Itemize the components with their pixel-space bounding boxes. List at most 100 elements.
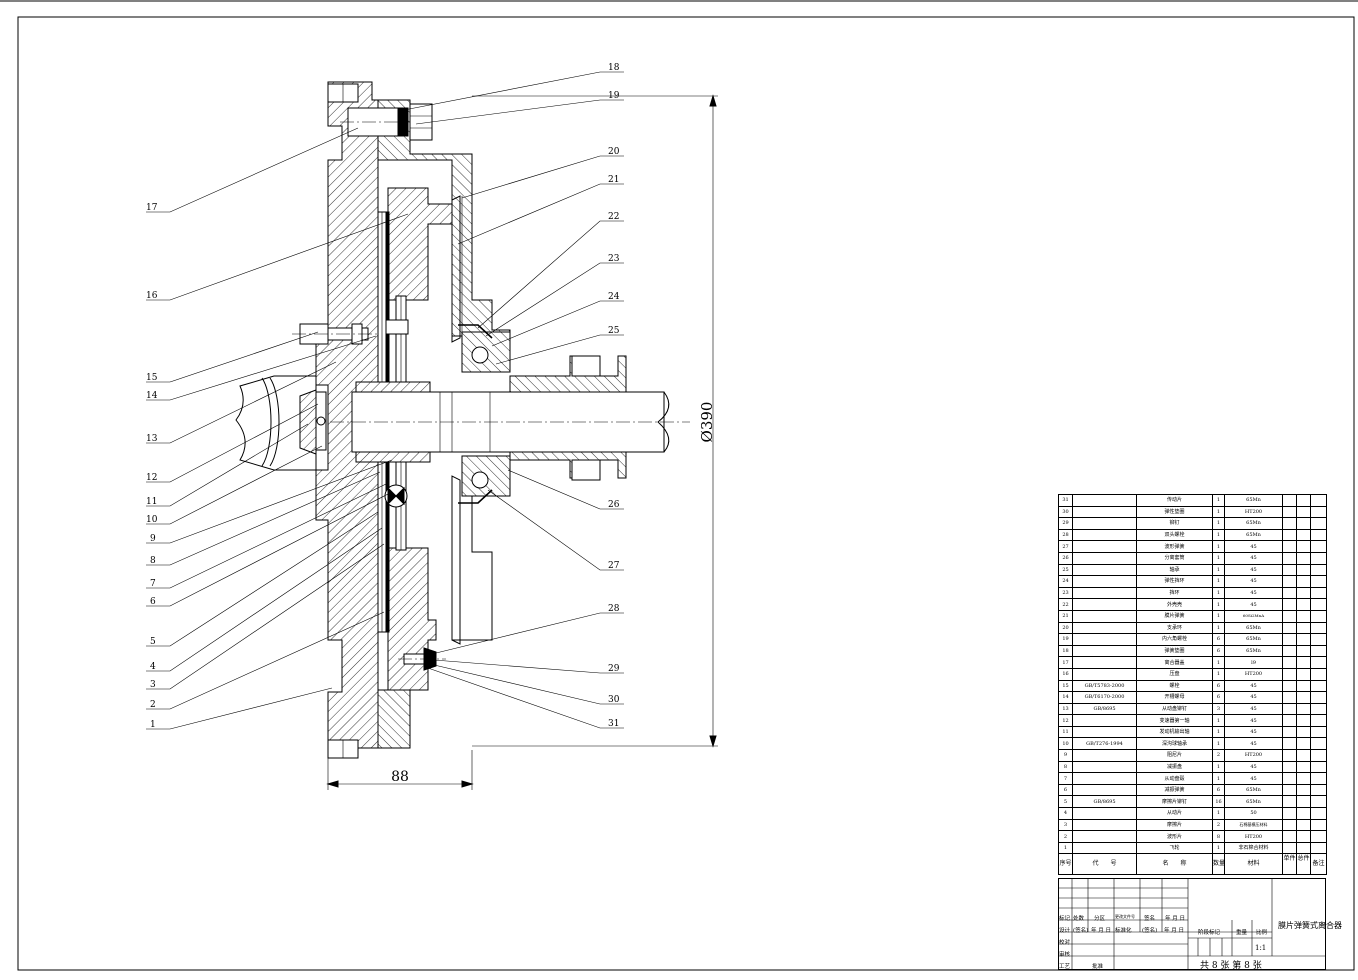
bom-cell-w1 xyxy=(1282,551,1297,565)
bom-cell-remark xyxy=(1310,725,1327,739)
tb-date: 年 月 日 xyxy=(1165,916,1185,922)
bom-cell-no: 12 xyxy=(1058,714,1073,727)
bom-cell-name: 外壳壳 xyxy=(1136,598,1213,611)
bom-cell-code xyxy=(1072,656,1137,669)
bom-cell-name: 传动片 xyxy=(1136,494,1213,507)
bom-cell-w2 xyxy=(1296,818,1311,832)
bom-cell-remark xyxy=(1310,737,1327,751)
bom-cell-w1 xyxy=(1282,841,1297,855)
bom-cell-w1 xyxy=(1282,598,1297,611)
balloon-17: 17 xyxy=(146,203,158,213)
bom-cell-code xyxy=(1072,818,1137,832)
bom-cell-qty: 1 xyxy=(1212,494,1225,507)
balloon-15: 15 xyxy=(146,373,158,383)
bom-cell-remark xyxy=(1310,505,1327,519)
dimension-diameter-text: Ø390 xyxy=(698,402,716,443)
bom-cell-code xyxy=(1072,807,1137,820)
bearing-ball-lower xyxy=(471,471,489,489)
spring-washer-18 xyxy=(397,107,409,137)
tb-scale: 比例 xyxy=(1256,930,1268,936)
title-block-grid xyxy=(1058,878,1326,970)
bom-cell-material: 65Mn xyxy=(1224,517,1283,530)
bom-cell-remark xyxy=(1310,691,1327,704)
tb-date2: 年 月 日 xyxy=(1091,928,1111,934)
bom-cell-name: 摩擦片铆钉 xyxy=(1136,795,1213,809)
bom-cell-no: 31 xyxy=(1058,494,1073,507)
bom-cell-material: 60Si2MnA xyxy=(1224,609,1283,623)
hub-lower xyxy=(355,451,431,463)
bom-cell-remark xyxy=(1310,702,1327,716)
balloon-6: 6 xyxy=(150,597,156,607)
bom-cell-name: 摩擦片 xyxy=(1136,818,1213,832)
bom-cell-material: 45 xyxy=(1224,702,1283,716)
balloon-2: 2 xyxy=(150,700,156,710)
bom-cell-code: GB/8695 xyxy=(1072,702,1137,716)
bom-cell-qty: 6 xyxy=(1212,633,1225,646)
bom-cell-material: 45 xyxy=(1224,679,1283,693)
tb-zone: 分区 xyxy=(1094,916,1106,922)
bom-cell-no: 17 xyxy=(1058,656,1073,669)
bom-cell-remark xyxy=(1310,528,1327,542)
bom-cell-remark xyxy=(1310,667,1327,681)
bom-cell-code: GB/T6170-2000 xyxy=(1072,691,1137,704)
bom-cell-w1 xyxy=(1282,691,1297,704)
bom-cell-w2 xyxy=(1296,772,1311,785)
bom-header-total-weight: 总件 xyxy=(1296,853,1311,876)
bom-cell-w1 xyxy=(1282,517,1297,530)
bom-cell-qty: 6 xyxy=(1212,644,1225,658)
balloon-23: 23 xyxy=(608,254,620,264)
bom-cell-w1 xyxy=(1282,644,1297,658)
balloon-14: 14 xyxy=(146,391,158,401)
bom-cell-remark xyxy=(1310,551,1327,565)
dimension-width-text: 88 xyxy=(391,769,409,785)
bom-cell-name: 阻尼片 xyxy=(1136,749,1213,762)
bom-cell-w1 xyxy=(1282,656,1297,669)
bom-cell-w1 xyxy=(1282,621,1297,635)
bom-cell-no: 16 xyxy=(1058,667,1073,681)
bom-cell-w1 xyxy=(1282,725,1297,739)
balloon-13: 13 xyxy=(146,434,158,444)
bom-cell-remark xyxy=(1310,818,1327,832)
bom-cell-material: 50 xyxy=(1224,807,1283,820)
bom-cell-no: 23 xyxy=(1058,586,1073,600)
bom-cell-code xyxy=(1072,772,1137,785)
bom-cell-qty: 1 xyxy=(1212,505,1225,519)
bom-cell-w2 xyxy=(1296,575,1311,588)
tb-drawing-title: 膜片弹簧式离合器 xyxy=(1278,921,1342,930)
bom-cell-w2 xyxy=(1296,563,1311,577)
bom-cell-qty: 1 xyxy=(1212,540,1225,553)
bom-cell-qty: 1 xyxy=(1212,760,1225,774)
bom-cell-code xyxy=(1072,575,1137,588)
bom-cell-qty: 6 xyxy=(1212,783,1225,797)
bom-cell-w2 xyxy=(1296,737,1311,751)
bom-cell-qty: 1 xyxy=(1212,621,1225,635)
bom-cell-remark xyxy=(1310,749,1327,762)
balloon-7: 7 xyxy=(150,579,156,589)
bom-cell-remark xyxy=(1310,540,1327,553)
balloon-22: 22 xyxy=(608,212,619,222)
bom-cell-w2 xyxy=(1296,783,1311,797)
bom-cell-no: 11 xyxy=(1058,725,1073,739)
release-sleeve-26 xyxy=(509,355,627,393)
bom-cell-name: 内六角螺栓 xyxy=(1136,633,1213,646)
tb-review: 审核 xyxy=(1059,952,1071,958)
bom-cell-qty: 1 xyxy=(1212,609,1225,623)
bom-cell-w2 xyxy=(1296,540,1311,553)
bom-cell-w2 xyxy=(1296,691,1311,704)
bom-cell-no: 14 xyxy=(1058,691,1073,704)
bom-cell-qty: 1 xyxy=(1212,563,1225,577)
clutch-cover-section-lower xyxy=(377,689,411,749)
bom-cell-w2 xyxy=(1296,760,1311,774)
bom-cell-remark xyxy=(1310,575,1327,588)
